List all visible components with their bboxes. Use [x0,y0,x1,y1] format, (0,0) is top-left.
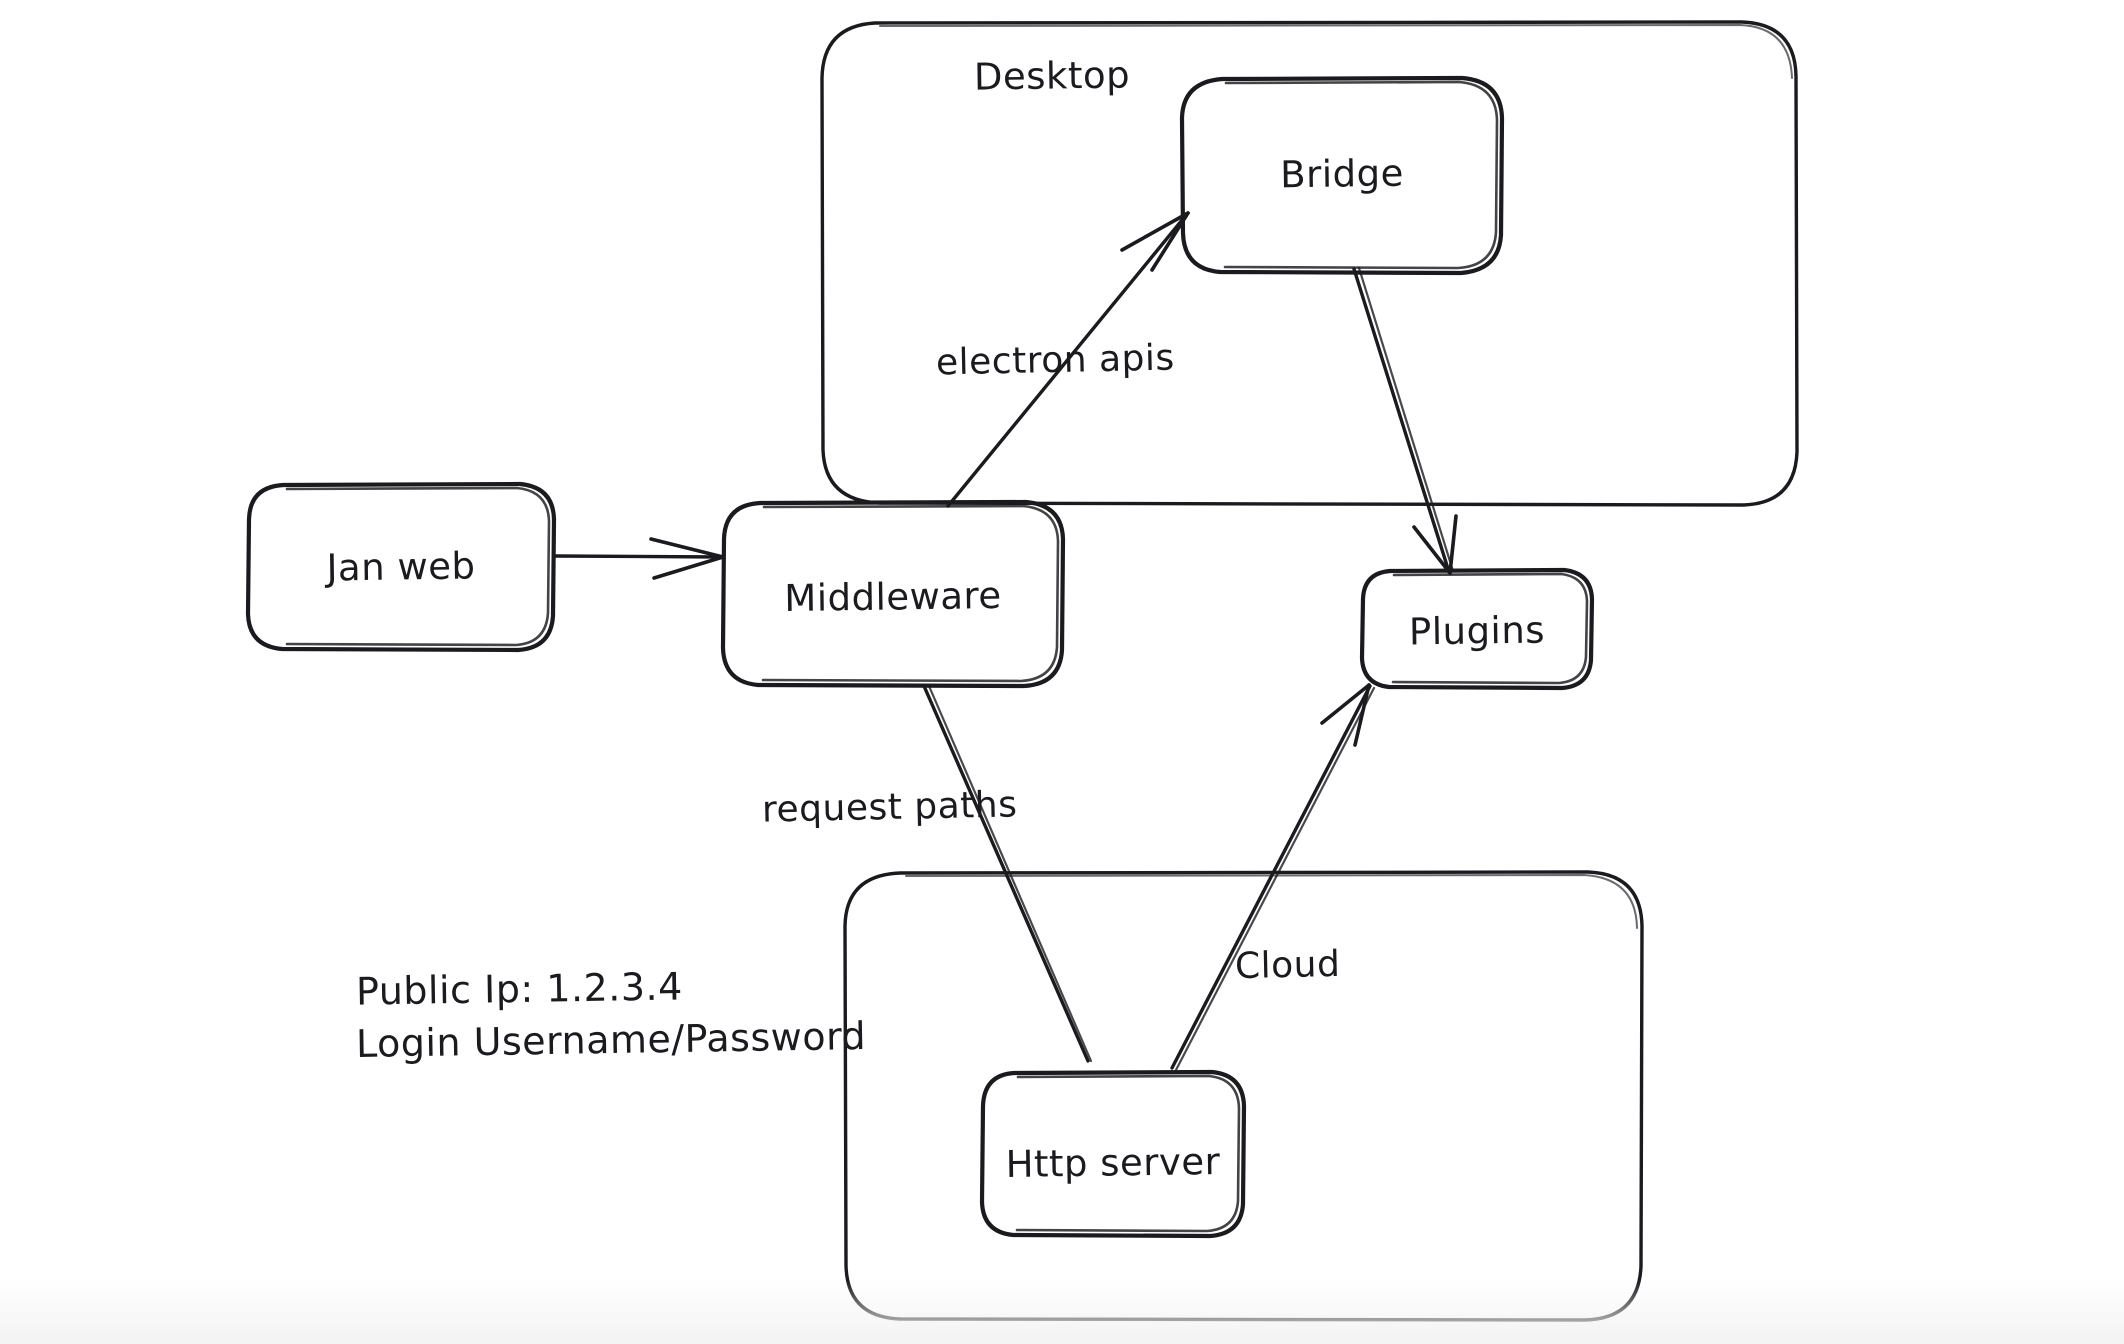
edge-middleware-to-bridge [946,211,1190,508]
edge-jan-web-to-middleware [554,537,725,580]
node-plugins-shape [1359,567,1595,691]
edge-label-cloud: Cloud [1234,943,1341,988]
note-login-credentials: Login Username/Password [356,1018,866,1067]
node-label-plugins: Plugins [1408,608,1546,654]
container-desktop-shape [820,20,1799,507]
node-label-http-server: Http server [1005,1140,1221,1186]
node-label-middleware: Middleware [784,573,1002,621]
edge-http-server-to-plugins [1170,683,1376,1072]
node-label-bridge: Bridge [1279,151,1405,197]
edge-bridge-to-plugins [1352,266,1458,575]
node-http-server-shape [979,1069,1247,1239]
edge-middleware-to-http-server [922,684,1093,1063]
note-public-ip: Public Ip: 1.2.3.4 [355,964,684,1014]
node-middleware-shape [720,499,1066,689]
node-bridge-shape [1179,75,1505,276]
container-label-desktop: Desktop [973,53,1131,99]
node-jan-web-shape [245,481,557,653]
edge-label-electron-apis: electron apis [935,337,1176,384]
note-login-clip: Login Username/Password [356,1018,866,1076]
edge-label-request-paths: request paths [761,784,1018,831]
node-label-jan-web: Jan web [326,544,476,590]
